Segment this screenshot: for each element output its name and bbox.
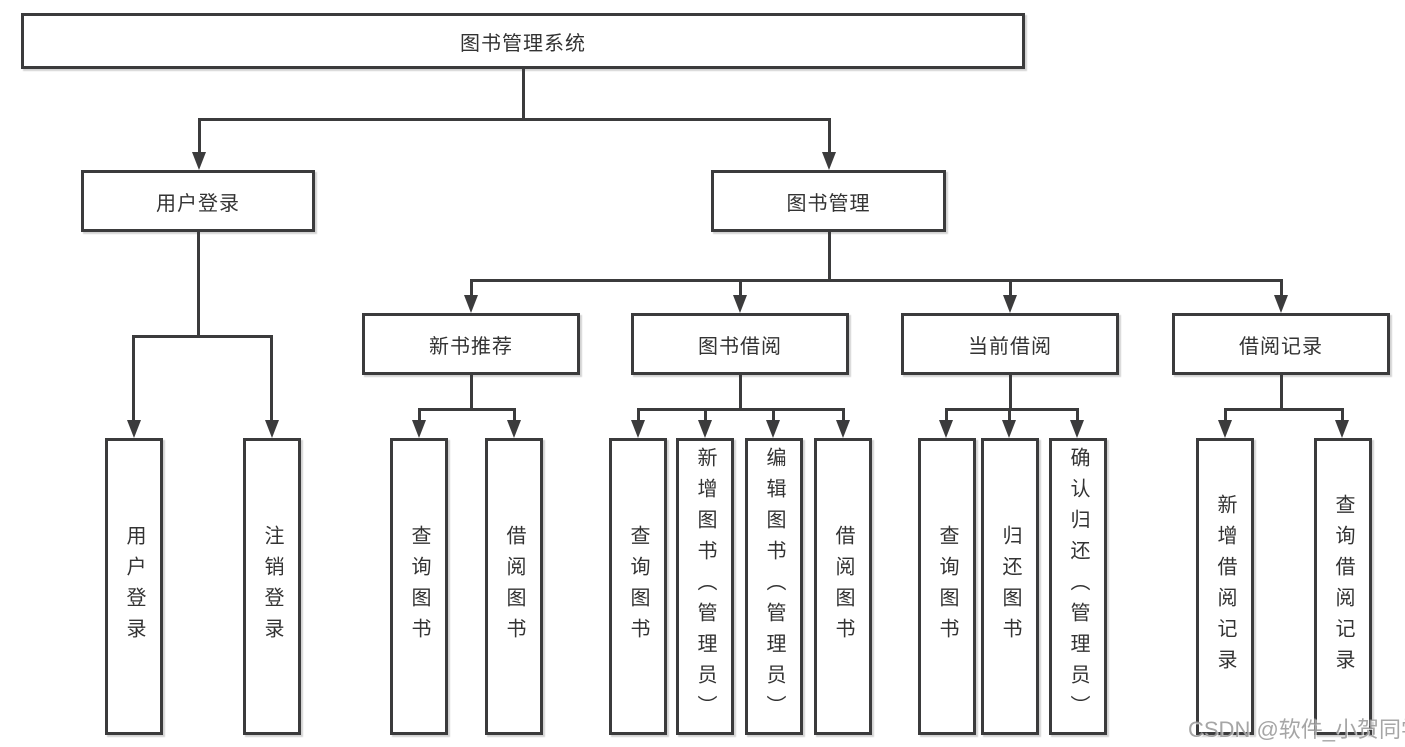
leaf-logout: 注销登录 [243,438,301,735]
connector-line [513,408,516,421]
arrow-down-icon [1335,420,1349,438]
leaf-confirm-return-admin: 确认归还（管理员） [1049,438,1107,735]
node-current-borrow-label: 当前借阅 [968,335,1052,358]
leaf-add-borrow-record-label: 新增借阅记录 [1214,493,1236,680]
connector-line [1076,408,1079,421]
arrow-down-icon [1002,420,1016,438]
connector-line [945,408,1079,411]
leaf-query-books-borrow: 查询图书 [609,438,667,735]
leaf-query-books-recommend: 查询图书 [390,438,448,735]
connector-line [132,335,135,421]
node-user-login: 用户登录 [81,170,315,232]
arrow-down-icon [1070,420,1084,438]
arrow-down-icon [265,420,279,438]
node-new-book-recommend: 新书推荐 [362,313,580,375]
node-borrow-records: 借阅记录 [1172,313,1390,375]
arrow-down-icon [412,420,426,438]
connector-line [772,408,775,421]
leaf-edit-books-admin-label: 编辑图书（管理员） [763,447,785,726]
node-new-book-recommend-label: 新书推荐 [429,335,513,358]
node-root: 图书管理系统 [21,13,1025,69]
leaf-add-borrow-record: 新增借阅记录 [1196,438,1254,735]
arrow-down-icon [507,420,521,438]
connector-line [132,335,273,338]
connector-line [470,375,473,408]
node-current-borrow: 当前借阅 [901,313,1119,375]
connector-line [1008,408,1011,421]
connector-line [198,118,831,121]
arrow-down-icon [766,420,780,438]
connector-line [1280,279,1283,296]
arrow-down-icon [733,295,747,313]
connector-line [470,279,1282,282]
leaf-borrow-books: 借阅图书 [814,438,872,735]
connector-line [1224,408,1227,421]
arrow-down-icon [192,152,206,170]
connector-line [828,232,831,279]
leaf-query-borrow-record-label: 查询借阅记录 [1332,493,1354,680]
connector-line [270,335,273,421]
arrow-down-icon [631,420,645,438]
leaf-return-books: 归还图书 [981,438,1039,735]
csdn-watermark: CSDN @软件_小贺同学 [1188,717,1405,742]
arrow-down-icon [822,152,836,170]
arrow-down-icon [464,295,478,313]
connector-line [470,279,473,296]
connector-line [637,408,845,411]
connector-line [1224,408,1343,411]
node-book-management-label: 图书管理 [786,192,871,215]
leaf-user-login-label: 用户登录 [123,524,145,649]
node-book-borrow-label: 图书借阅 [698,335,782,358]
connector-line [704,408,707,421]
node-book-borrow: 图书借阅 [631,313,849,375]
connector-line [1280,375,1283,408]
leaf-borrow-books-recommend-label: 借阅图书 [503,524,525,649]
arrow-down-icon [939,420,953,438]
connector-line [1009,279,1012,296]
connector-line [1341,408,1344,421]
connector-line [522,69,525,118]
arrow-down-icon [698,420,712,438]
leaf-borrow-books-label: 借阅图书 [832,524,854,649]
arrow-down-icon [1003,295,1017,313]
connector-line [197,232,200,335]
arrow-down-icon [1274,295,1288,313]
leaf-query-books-borrow-label: 查询图书 [627,524,649,649]
connector-line [739,279,742,296]
leaf-query-borrow-record: 查询借阅记录 [1314,438,1372,735]
leaf-query-books-current-label: 查询图书 [936,524,958,649]
leaf-add-books-admin-label: 新增图书（管理员） [694,447,716,726]
connector-line [198,118,201,153]
leaf-query-books-current: 查询图书 [918,438,976,735]
leaf-confirm-return-admin-label: 确认归还（管理员） [1067,447,1089,726]
connector-line [1009,375,1012,408]
leaf-borrow-books-recommend: 借阅图书 [485,438,543,735]
node-borrow-records-label: 借阅记录 [1239,335,1323,358]
connector-line [842,408,845,421]
leaf-return-books-label: 归还图书 [999,524,1021,649]
connector-line [418,408,516,411]
arrow-down-icon [127,420,141,438]
leaf-edit-books-admin: 编辑图书（管理员） [745,438,803,735]
leaf-add-books-admin: 新增图书（管理员） [676,438,734,735]
node-user-login-label: 用户登录 [156,192,240,215]
leaf-logout-label: 注销登录 [261,524,283,649]
node-book-management: 图书管理 [711,170,946,232]
connector-line [739,375,742,408]
connector-line [637,408,640,421]
arrow-down-icon [836,420,850,438]
connector-line [945,408,948,421]
node-root-label: 图书管理系统 [460,32,586,55]
connector-line [418,408,421,421]
leaf-query-books-recommend-label: 查询图书 [408,524,430,649]
arrow-down-icon [1218,420,1232,438]
leaf-user-login: 用户登录 [105,438,163,735]
connector-line [828,118,831,153]
